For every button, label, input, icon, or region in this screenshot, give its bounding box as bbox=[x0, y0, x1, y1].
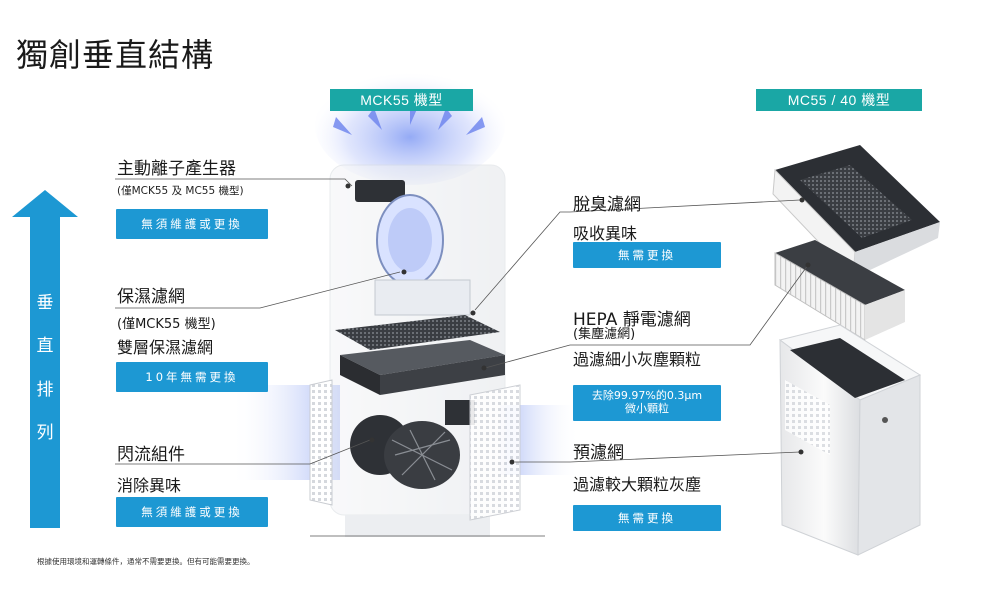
part-streamer-title: 閃流組件 bbox=[117, 440, 185, 465]
arrow-char-3: 排 bbox=[16, 375, 74, 400]
model-tag-mc55-40: MC55 / 40 機型 bbox=[756, 89, 922, 111]
pre-filter-maintenance-badge: 無需更換 bbox=[573, 505, 721, 531]
part-streamer-desc: 消除異味 bbox=[117, 472, 181, 496]
arrow-char-1: 垂 bbox=[16, 288, 74, 313]
part-humidifying-filter-note: (僅MCK55 機型) bbox=[117, 313, 216, 332]
part-humidifying-filter-desc: 雙層保濕濾網 bbox=[117, 334, 213, 358]
part-ion-generator-note: (僅MCK55 及 MC55 機型) bbox=[117, 183, 244, 198]
hepa-badge-line-1: 去除99.97%的0.3μm bbox=[573, 389, 721, 402]
humidifying-filter-maintenance-badge: 10年無需更換 bbox=[116, 362, 268, 392]
part-hepa-filter-sub: (集塵濾網) bbox=[573, 323, 635, 342]
part-hepa-filter-desc: 過濾細小灰塵顆粒 bbox=[573, 346, 701, 370]
part-pre-filter-title: 預濾網 bbox=[573, 438, 624, 463]
part-humidifying-filter-title: 保濕濾網 bbox=[117, 282, 185, 307]
model-tag-mck55: MCK55 機型 bbox=[330, 89, 473, 111]
arrow-char-4: 列 bbox=[16, 418, 74, 443]
part-pre-filter-desc: 過濾較大顆粒灰塵 bbox=[573, 471, 701, 495]
page-title: 獨創垂直結構 bbox=[16, 30, 214, 76]
part-deodorizing-filter-desc: 吸收異味 bbox=[573, 220, 637, 244]
mc55-unit-illustration bbox=[773, 145, 940, 555]
ion-generator-maintenance-badge: 無須維護或更換 bbox=[116, 209, 268, 239]
vertical-arrangement-label: 垂 直 排 列 bbox=[16, 186, 74, 528]
arrow-char-2: 直 bbox=[16, 331, 74, 356]
streamer-maintenance-badge: 無須維護或更換 bbox=[116, 497, 268, 527]
mck55-unit-illustration bbox=[310, 165, 520, 537]
part-ion-generator-title: 主動離子產生器 bbox=[117, 154, 236, 179]
hepa-filter-performance-badge: 去除99.97%的0.3μm 微小顆粒 bbox=[573, 385, 721, 421]
footnote: 根據使用環境和運轉條件，通常不需要更換。但有可能需要更換。 bbox=[37, 556, 255, 567]
deodorizing-filter-maintenance-badge: 無需更換 bbox=[573, 242, 721, 268]
part-deodorizing-filter-title: 脫臭濾網 bbox=[573, 190, 641, 215]
hepa-badge-line-2: 微小顆粒 bbox=[573, 402, 721, 415]
